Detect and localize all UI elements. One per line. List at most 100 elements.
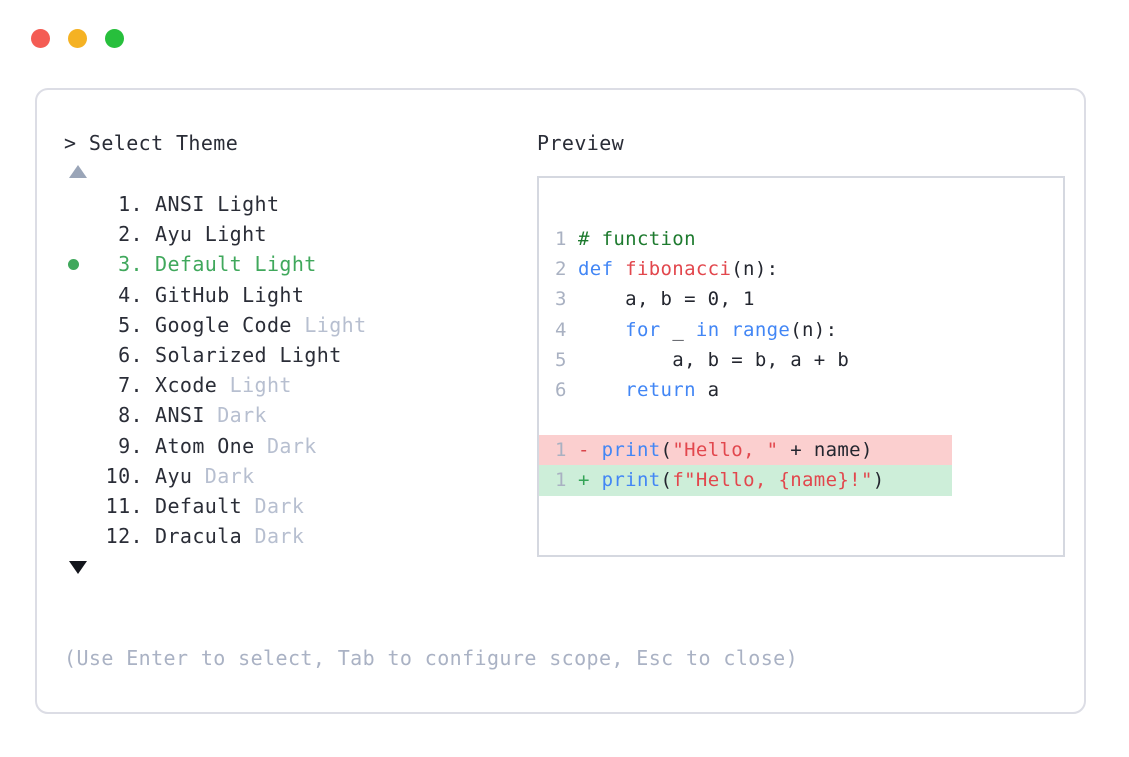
theme-item-variant: Light: [254, 252, 317, 277]
code-token: ): [872, 469, 885, 492]
theme-list-item[interactable]: 9.Atom One Dark: [64, 431, 524, 461]
theme-item-space: [230, 283, 242, 307]
minimize-button[interactable]: [68, 29, 87, 48]
code-line-content: a, b = b, a + b: [578, 349, 849, 371]
code-line-number: 3: [555, 288, 567, 311]
diff-block: 1- print("Hello, " + name)1+ print(f"Hel…: [539, 435, 1063, 496]
code-line: 3 a, b = 0, 1: [555, 284, 1063, 314]
theme-item-name: ANSI: [155, 192, 205, 217]
theme-item-index: 11.: [105, 493, 143, 518]
theme-list-column: > Select Theme 1.ANSI Light 2.Ayu Light …: [64, 130, 524, 575]
theme-item-name: Ayu: [155, 463, 193, 488]
theme-item-variant: Light: [279, 343, 342, 368]
theme-item-name: Default: [155, 493, 243, 518]
theme-item-variant: Dark: [254, 524, 305, 549]
theme-list-item[interactable]: 6. Solarized Light: [64, 340, 524, 370]
code-token: fibonacci: [625, 258, 732, 281]
theme-list[interactable]: 1.ANSI Light 2.Ayu Light 3.Default Light…: [64, 189, 524, 551]
diff-marker-space: [590, 439, 602, 461]
theme-item-variant: Light: [217, 192, 280, 217]
preview-title: Preview: [537, 131, 625, 155]
code-token: a: [695, 378, 720, 401]
code-token: in range: [695, 318, 791, 341]
theme-item-space: [255, 434, 267, 458]
theme-item-name: Google Code: [155, 312, 292, 337]
code-line: 1 # function: [555, 224, 1063, 254]
theme-list-item[interactable]: 1. ANSI Light: [64, 189, 524, 219]
code-token: print: [601, 439, 661, 462]
code-line-content: a, b = 0, 1: [578, 288, 755, 310]
code-line-number: 4: [555, 318, 567, 341]
window-traffic-lights: [31, 29, 124, 48]
theme-list-item[interactable]: 5.Google Code Light: [64, 310, 524, 340]
zoom-button[interactable]: [105, 29, 124, 48]
code-line-content: for _ in range(n):: [578, 319, 837, 341]
code-token: return: [625, 378, 696, 401]
theme-item-index: 9.: [105, 433, 143, 458]
theme-list-item[interactable]: 12.Dracula Dark: [64, 521, 524, 551]
theme-list-item[interactable]: 10.Ayu Dark: [64, 461, 524, 491]
code-line-content: def fibonacci(n):: [578, 258, 778, 280]
diff-marker: -: [578, 439, 590, 462]
theme-list-item[interactable]: 11.Default Dark: [64, 491, 524, 521]
theme-item-index: 2.: [105, 222, 143, 247]
keyboard-hint: (Use Enter to select, Tab to configure s…: [64, 646, 799, 670]
code-line: 5 a, b = b, a + b: [555, 345, 1063, 375]
code-token: # function: [578, 228, 696, 250]
theme-item-name: Ayu: [155, 222, 193, 247]
close-button[interactable]: [31, 29, 50, 48]
theme-item-index: 1.: [105, 192, 143, 217]
theme-list-item[interactable]: 8.ANSI Dark: [64, 400, 524, 430]
theme-item-index: 6.: [105, 343, 143, 368]
code-token: def: [578, 258, 626, 281]
theme-item-variant: Light: [204, 222, 267, 247]
theme-item-name: Dracula: [155, 524, 243, 549]
code-token: f"Hello, {name}!": [672, 469, 873, 492]
scroll-up-icon[interactable]: [69, 165, 87, 178]
theme-item-index: 3.: [105, 252, 143, 277]
theme-item-space: [205, 403, 217, 427]
theme-list-item[interactable]: 3.Default Light: [64, 249, 524, 279]
theme-item-space: [242, 252, 254, 276]
scroll-down-icon[interactable]: [69, 561, 87, 575]
theme-item-name: GitHub: [155, 282, 230, 307]
code-line-content: return a: [578, 379, 719, 401]
theme-item-variant: Light: [304, 312, 367, 337]
theme-item-space: [267, 343, 279, 367]
diff-line-removed: 1- print("Hello, " + name): [539, 435, 952, 466]
theme-list-item[interactable]: 4. GitHub Light: [64, 280, 524, 310]
theme-picker-panel: > Select Theme 1.ANSI Light 2.Ayu Light …: [35, 88, 1086, 714]
theme-item-space: [217, 373, 229, 397]
code-line-number: 1: [555, 228, 567, 250]
theme-item-space: [192, 464, 204, 488]
code-line-content: # function: [578, 228, 696, 250]
selection-bullet-cell: [64, 258, 93, 270]
theme-item-variant: Light: [242, 282, 305, 307]
diff-marker: +: [578, 469, 590, 492]
theme-list-item[interactable]: 2. Ayu Light: [64, 219, 524, 249]
code-token: (n):: [790, 318, 838, 341]
code-token: print: [601, 469, 661, 492]
theme-item-variant: Dark: [204, 463, 255, 488]
theme-item-variant: Dark: [217, 403, 267, 428]
theme-item-space: [205, 192, 217, 216]
code-token: a, b = b, a + b: [578, 348, 850, 371]
theme-item-name: ANSI: [155, 403, 205, 428]
theme-item-variant: Light: [229, 373, 292, 398]
theme-item-index: 4.: [105, 282, 143, 307]
theme-item-name: Atom One: [155, 433, 255, 458]
diff-line-content: print("Hello, " + name): [602, 439, 873, 461]
diff-marker-space: [590, 469, 602, 491]
code-token: "Hello, ": [672, 439, 779, 462]
theme-item-name: Solarized: [155, 343, 267, 368]
code-token: (: [660, 469, 673, 492]
theme-item-space: [242, 494, 254, 518]
code-line: 6 return a: [555, 375, 1063, 405]
code-token: (n):: [731, 258, 779, 281]
select-theme-prompt: > Select Theme: [64, 131, 239, 155]
diff-line-added: 1+ print(f"Hello, {name}!"): [539, 465, 952, 496]
theme-list-item[interactable]: 7.Xcode Light: [64, 370, 524, 400]
